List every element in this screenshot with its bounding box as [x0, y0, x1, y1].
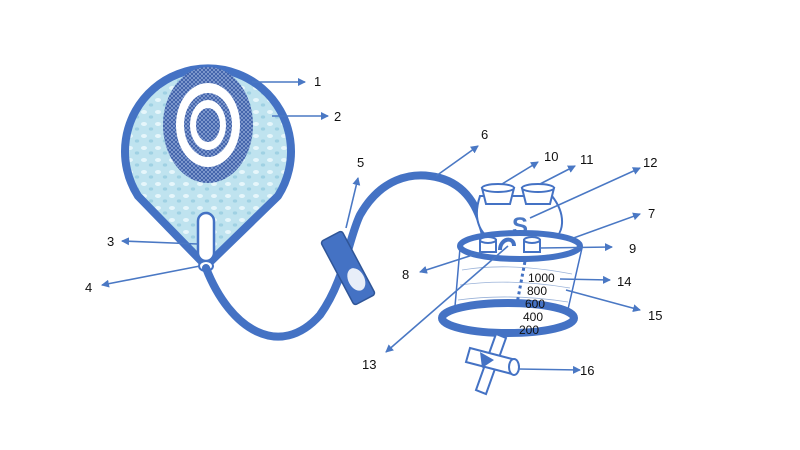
lid-port-left	[479, 236, 497, 253]
top-port-right	[520, 183, 556, 205]
callout-9: 9	[629, 241, 636, 256]
collection-bottle: S 1000 800 600 400 200	[438, 183, 583, 396]
lid-port-right	[523, 236, 541, 253]
callout-16: 16	[580, 363, 594, 378]
bottle-lid-ring	[457, 230, 583, 262]
leader-5	[345, 177, 361, 229]
callout-15: 15	[648, 308, 662, 323]
callout-6: 6	[481, 127, 488, 142]
leader-12	[529, 167, 641, 219]
leader-8	[419, 251, 483, 274]
leader-13	[385, 245, 509, 353]
leader-15	[565, 289, 641, 313]
callout-12: 12	[643, 155, 657, 170]
callout-2: 2	[334, 109, 341, 124]
callout-7: 7	[648, 206, 655, 221]
bag-center	[196, 108, 220, 142]
scale-mark-600: 600	[525, 297, 545, 311]
bag-valve	[196, 211, 216, 263]
scale-mark-400: 400	[523, 310, 543, 324]
callout-3: 3	[107, 234, 114, 249]
leader-3	[121, 237, 199, 246]
callout-8: 8	[402, 267, 409, 282]
leader-9	[539, 243, 613, 252]
leader-lines	[101, 78, 641, 374]
scale-mark-1000: 1000	[528, 271, 555, 285]
leader-11	[539, 165, 576, 185]
callout-4: 4	[85, 280, 92, 295]
top-port-left	[480, 183, 516, 205]
callout-13: 13	[362, 357, 376, 372]
scale-mark-200: 200	[519, 323, 539, 337]
leader-14	[559, 275, 611, 284]
leader-6	[435, 145, 479, 177]
leader-7	[567, 212, 641, 241]
callout-10: 10	[544, 149, 558, 164]
drainage-bag	[121, 64, 295, 272]
scale-mark-800: 800	[527, 284, 547, 298]
bottom-drain-valve	[464, 332, 520, 396]
lid-inlet-hook	[498, 237, 516, 251]
bottle-base-ring	[438, 299, 578, 337]
callout-5: 5	[357, 155, 364, 170]
callout-14: 14	[617, 274, 631, 289]
callout-1: 1	[314, 74, 321, 89]
callout-11: 11	[580, 152, 594, 167]
leader-16	[517, 365, 581, 374]
leader-10	[501, 161, 539, 185]
callout-labels: 1 2 3 4 5 6 7 8 9 10 11 12 13 14 15 16	[85, 74, 662, 378]
tube-clamp	[320, 230, 376, 306]
drain-tube	[202, 171, 489, 341]
leader-4	[101, 265, 201, 288]
